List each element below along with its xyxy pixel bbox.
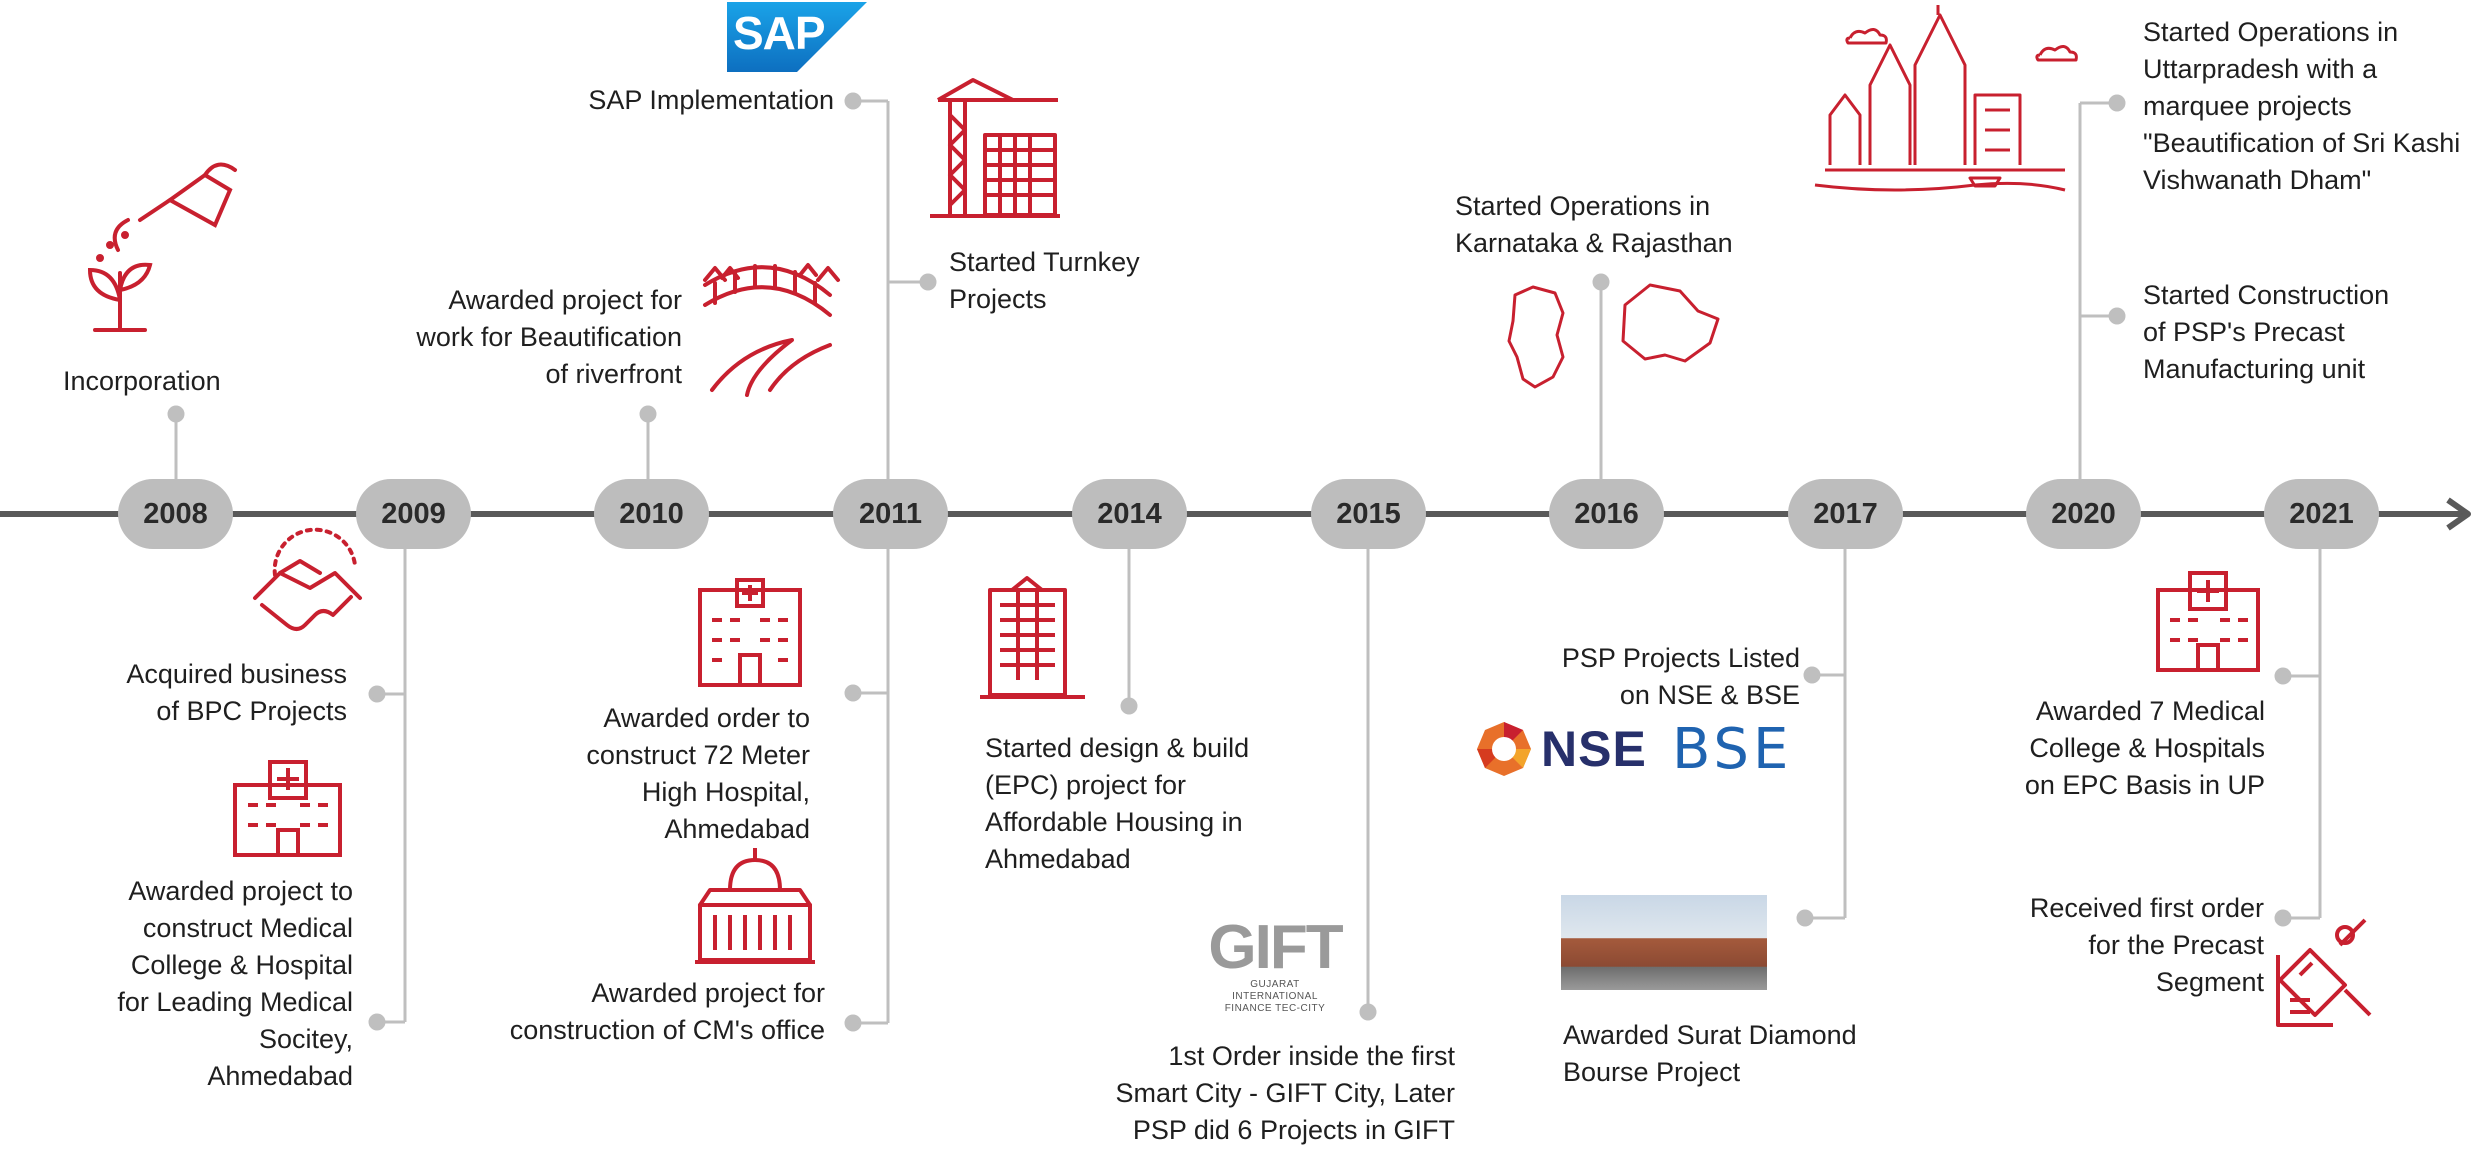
gift-logo-text: GIFT [1208, 913, 1343, 982]
karnataka-rajasthan-map-icon [1507, 283, 1720, 389]
year-pill-2014: 2014 [1072, 479, 1187, 549]
nse-logo: NSE [1475, 720, 1647, 778]
handshake-icon [253, 527, 362, 631]
sap-logo-text: SAP [733, 7, 826, 59]
event-turnkey-projects: Started Turnkey Projects [949, 247, 1140, 314]
year-pill-2017: 2017 [1788, 479, 1903, 549]
tower-crane-icon [930, 78, 1060, 218]
gift-logo-sub1: GUJARAT INTERNATIONAL [1232, 979, 1318, 1002]
gift-logo-sub2: FINANCE TEC-CITY [1224, 1003, 1326, 1014]
year-pill-2021: 2021 [2264, 479, 2379, 549]
precast-segment-icon [2276, 918, 2372, 1027]
sap-logo: SAP [727, 2, 867, 76]
event-riverfront: Awarded project for work for Beautificat… [416, 285, 682, 389]
watering-can-plant-icon [87, 162, 237, 332]
year-pill-2011: 2011 [833, 479, 948, 549]
event-incorporation: Incorporation [63, 366, 221, 396]
event-bpc-projects: Acquired business of BPC Projects [126, 659, 347, 726]
nse-emblem-icon [1477, 722, 1531, 776]
surat-diamond-bourse-photo [1561, 895, 1767, 990]
kashi-temple-icon [1814, 5, 2078, 192]
event-uttarpradesh: Started Operations in Uttarpradesh with … [2143, 17, 2461, 195]
bridge-riverfront-icon [703, 263, 840, 397]
year-pill-2020: 2020 [2026, 479, 2141, 549]
timeline-arrowhead [2446, 497, 2471, 531]
event-hospital-72m: Awarded order to construct 72 Meter High… [586, 703, 810, 844]
hospital-icon-2011 [698, 578, 802, 687]
year-pill-2010: 2010 [594, 479, 709, 549]
year-pill-2008: 2008 [118, 479, 233, 549]
event-surat-diamond: Awarded Surat Diamond Bourse Project [1563, 1020, 1857, 1087]
event-precast-unit: Started Construction of PSP's Precast Ma… [2143, 280, 2390, 384]
event-medical-up: Awarded 7 Medical College & Hospitals on… [2024, 696, 2265, 800]
nse-logo-text: NSE [1541, 721, 1647, 777]
apartment-building-icon [980, 576, 1085, 699]
event-sap-implementation: SAP Implementation [588, 85, 834, 115]
year-pill-2009: 2009 [356, 479, 471, 549]
bse-logo: BSE [1672, 717, 1793, 782]
event-precast-order: Received first order for the Precast Seg… [2029, 893, 2264, 997]
year-pill-2016: 2016 [1549, 479, 1664, 549]
event-gift-city: 1st Order inside the first Smart City - … [1115, 1041, 1455, 1145]
gift-city-logo: GIFT GUJARAT INTERNATIONAL FINANCE TEC-C… [1206, 917, 1344, 1017]
event-listed-nse-bse: PSP Projects Listed on NSE & BSE [1561, 643, 1800, 710]
hospital-icon-2021 [2156, 571, 2260, 672]
year-pill-2015: 2015 [1311, 479, 1426, 549]
event-karnataka-rajasthan: Started Operations in Karnataka & Rajast… [1455, 191, 1733, 258]
event-cm-office: Awarded project for construction of CM's… [509, 978, 825, 1045]
event-medical-college: Awarded project to construct Medical Col… [117, 876, 353, 1091]
hospital-icon-2009 [233, 760, 342, 857]
event-epc-housing: Started design & build (EPC) project for… [985, 733, 1250, 874]
government-building-icon [695, 848, 815, 964]
